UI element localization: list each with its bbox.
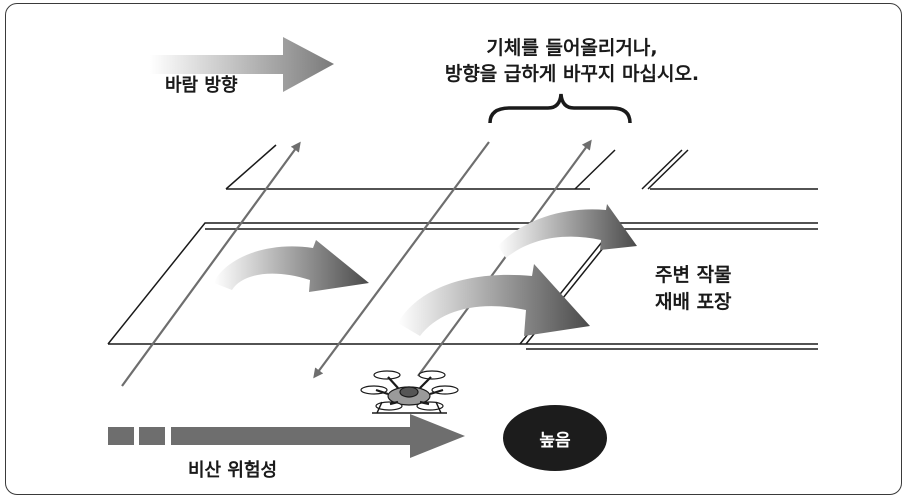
warning-label: 기체를 들어올리거나, 방향을 급하게 바꾸지 마십시오. — [362, 35, 782, 87]
adjacent-field-label: 주변 작물 재배 포장 — [655, 262, 732, 316]
warning-line-1: 기체를 들어올리거나, — [486, 37, 658, 59]
brace-icon — [488, 93, 632, 124]
risk-arrow-icon — [108, 414, 465, 458]
drift-risk-label: 비산 위험성 — [188, 460, 278, 481]
warning-line-2: 방향을 급하게 바꾸지 마십시오. — [444, 63, 700, 85]
drone-icon — [360, 370, 459, 414]
risk-level-text: 높음 — [539, 430, 571, 451]
adjacent-field-line-2: 재배 포장 — [655, 291, 732, 313]
adjacent-field-line-1: 주변 작물 — [655, 264, 732, 286]
wind-direction-label: 바람 방향 — [165, 75, 238, 96]
risk-level-badge: 높음 — [503, 405, 607, 471]
drift-curve-arrows — [214, 204, 637, 336]
flight-path-lines — [121, 139, 592, 387]
back-field-outline — [225, 144, 818, 190]
diagram-frame — [5, 3, 902, 495]
wind-arrow-icon — [150, 37, 334, 92]
